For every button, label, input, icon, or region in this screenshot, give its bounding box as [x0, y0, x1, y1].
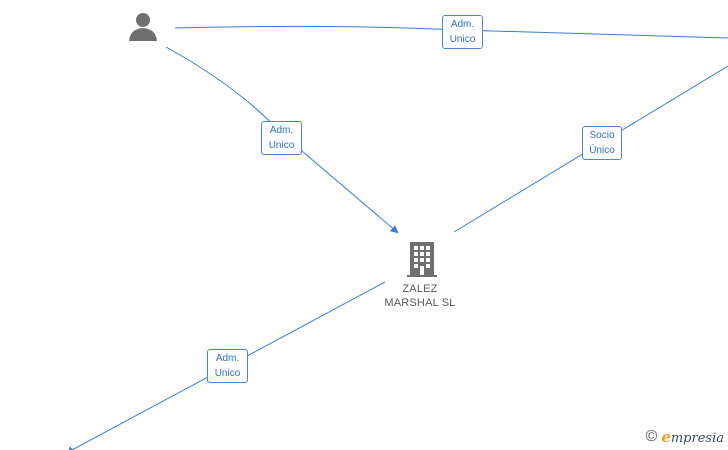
company-node[interactable] — [405, 240, 439, 283]
edge-top-line — [174, 25, 728, 39]
edge-label-bottom-line2: Unico — [214, 368, 241, 379]
copyright-icon: © — [645, 428, 658, 445]
edge-label-left-line2: Unico — [268, 140, 295, 151]
brand-initial: e — [661, 428, 671, 446]
edge-label-top-line1: Adm. — [450, 19, 475, 30]
company-name-line2: MARSHAL SL — [384, 297, 456, 309]
company-name-line1: ZALEZ — [402, 283, 438, 295]
watermark: © empresia — [646, 428, 724, 446]
person-icon — [129, 13, 157, 41]
edge-label-bottom-line1: Adm. — [215, 353, 240, 364]
edge-label-top-line2: Unico — [449, 34, 476, 45]
person-node[interactable] — [127, 10, 159, 47]
edge-label-left-line1: Adm. — [269, 125, 294, 136]
brand-rest: mpresia — [670, 431, 724, 446]
brand-logo: empresia — [661, 428, 724, 446]
edge-label-left[interactable]: Adm. Unico — [261, 121, 302, 155]
edge-label-right-line2: Único — [589, 145, 615, 156]
company-name: ZALEZ MARSHAL SL — [370, 282, 470, 310]
edge-label-bottom[interactable]: Adm. Unico — [207, 349, 248, 383]
edge-label-top[interactable]: Adm. Unico — [442, 15, 483, 49]
edge-bottom-arrowhead — [68, 446, 73, 450]
building-icon — [407, 242, 437, 277]
edge-label-right[interactable]: Socio Único — [582, 126, 622, 160]
edge-label-right-line1: Socio — [589, 130, 615, 141]
